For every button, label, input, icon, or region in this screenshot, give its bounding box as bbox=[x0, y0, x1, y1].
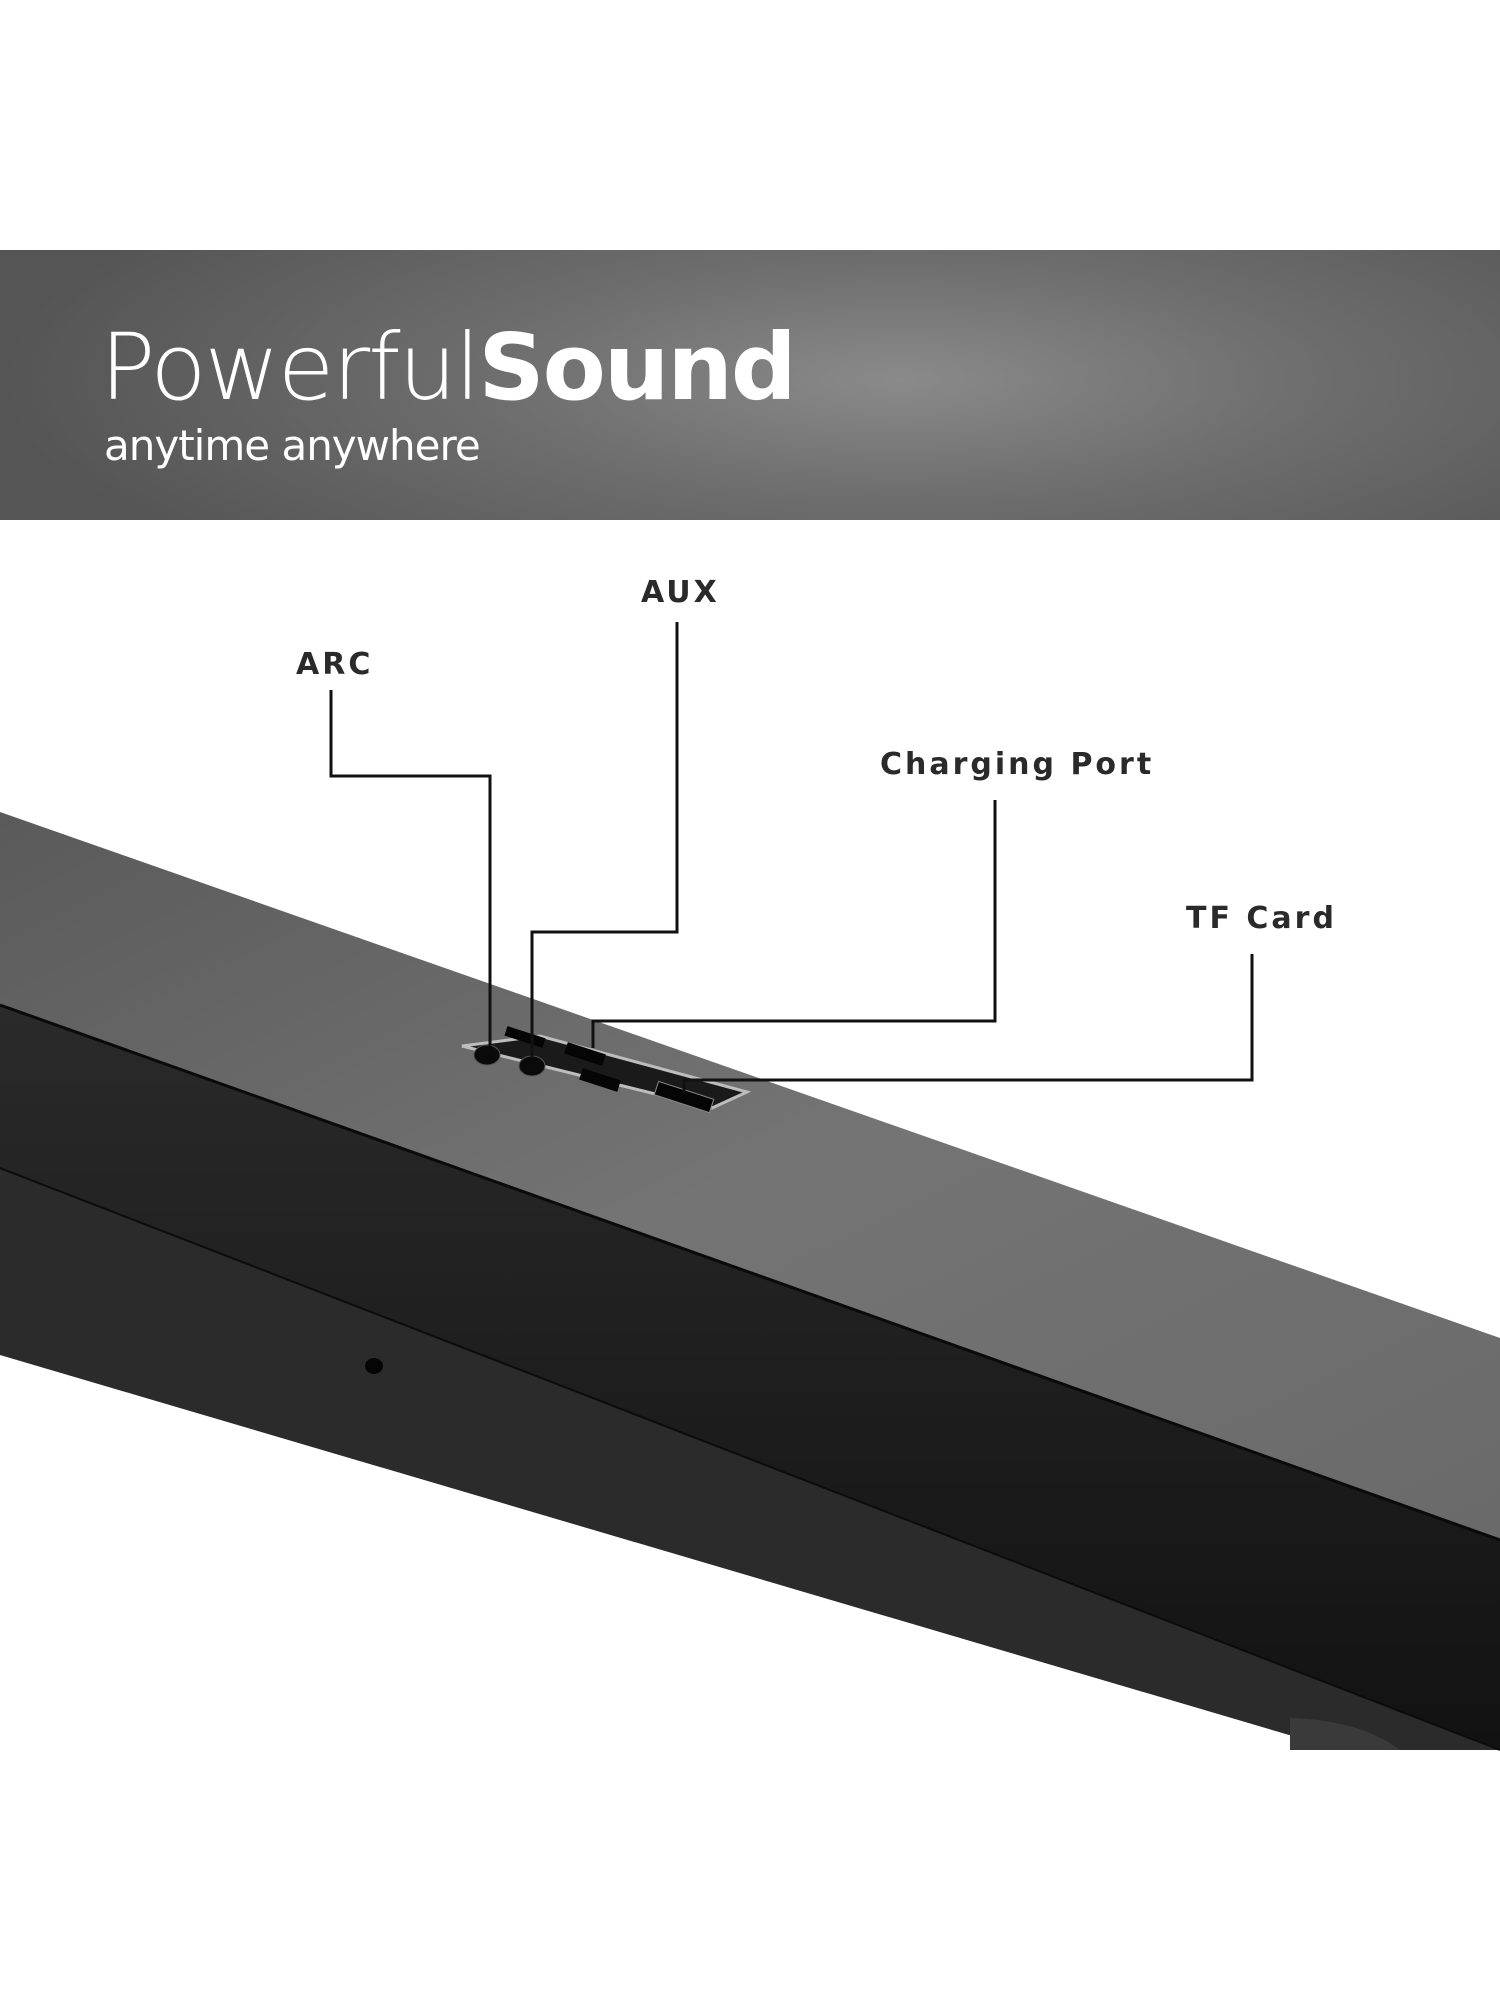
arc-callout-line bbox=[329, 690, 492, 1046]
port-label-charging-port: Charging Port bbox=[880, 747, 1155, 782]
tf-card-slot-icon bbox=[653, 1080, 715, 1114]
aux-port-icon bbox=[518, 1055, 546, 1077]
soundbar-top-face bbox=[0, 812, 1500, 1540]
charging-port-lower-icon bbox=[579, 1068, 621, 1092]
aux-slot-icon bbox=[504, 1026, 546, 1048]
title-light: Powerful bbox=[100, 314, 480, 421]
page-title: PowerfulSound bbox=[100, 322, 797, 414]
arc-port-icon bbox=[473, 1044, 501, 1066]
port-label-arc: ARC bbox=[296, 647, 374, 682]
mic-hole-icon bbox=[365, 1358, 383, 1374]
port-label-tf-card: TF Card bbox=[1186, 901, 1337, 936]
charging-port-icon bbox=[564, 1042, 606, 1066]
soundbar-base-curve bbox=[1290, 1718, 1400, 1750]
header-banner: PowerfulSound anytime anywhere bbox=[0, 250, 1500, 520]
tf-card-callout-line bbox=[682, 954, 1254, 1094]
soundbar-front-face bbox=[0, 1005, 1500, 1750]
port-label-aux: AUX bbox=[641, 575, 720, 610]
aux-callout-line bbox=[530, 622, 679, 1058]
title-bold: Sound bbox=[478, 314, 796, 421]
tagline: anytime anywhere bbox=[104, 421, 481, 470]
charging-callout-line bbox=[591, 800, 997, 1048]
